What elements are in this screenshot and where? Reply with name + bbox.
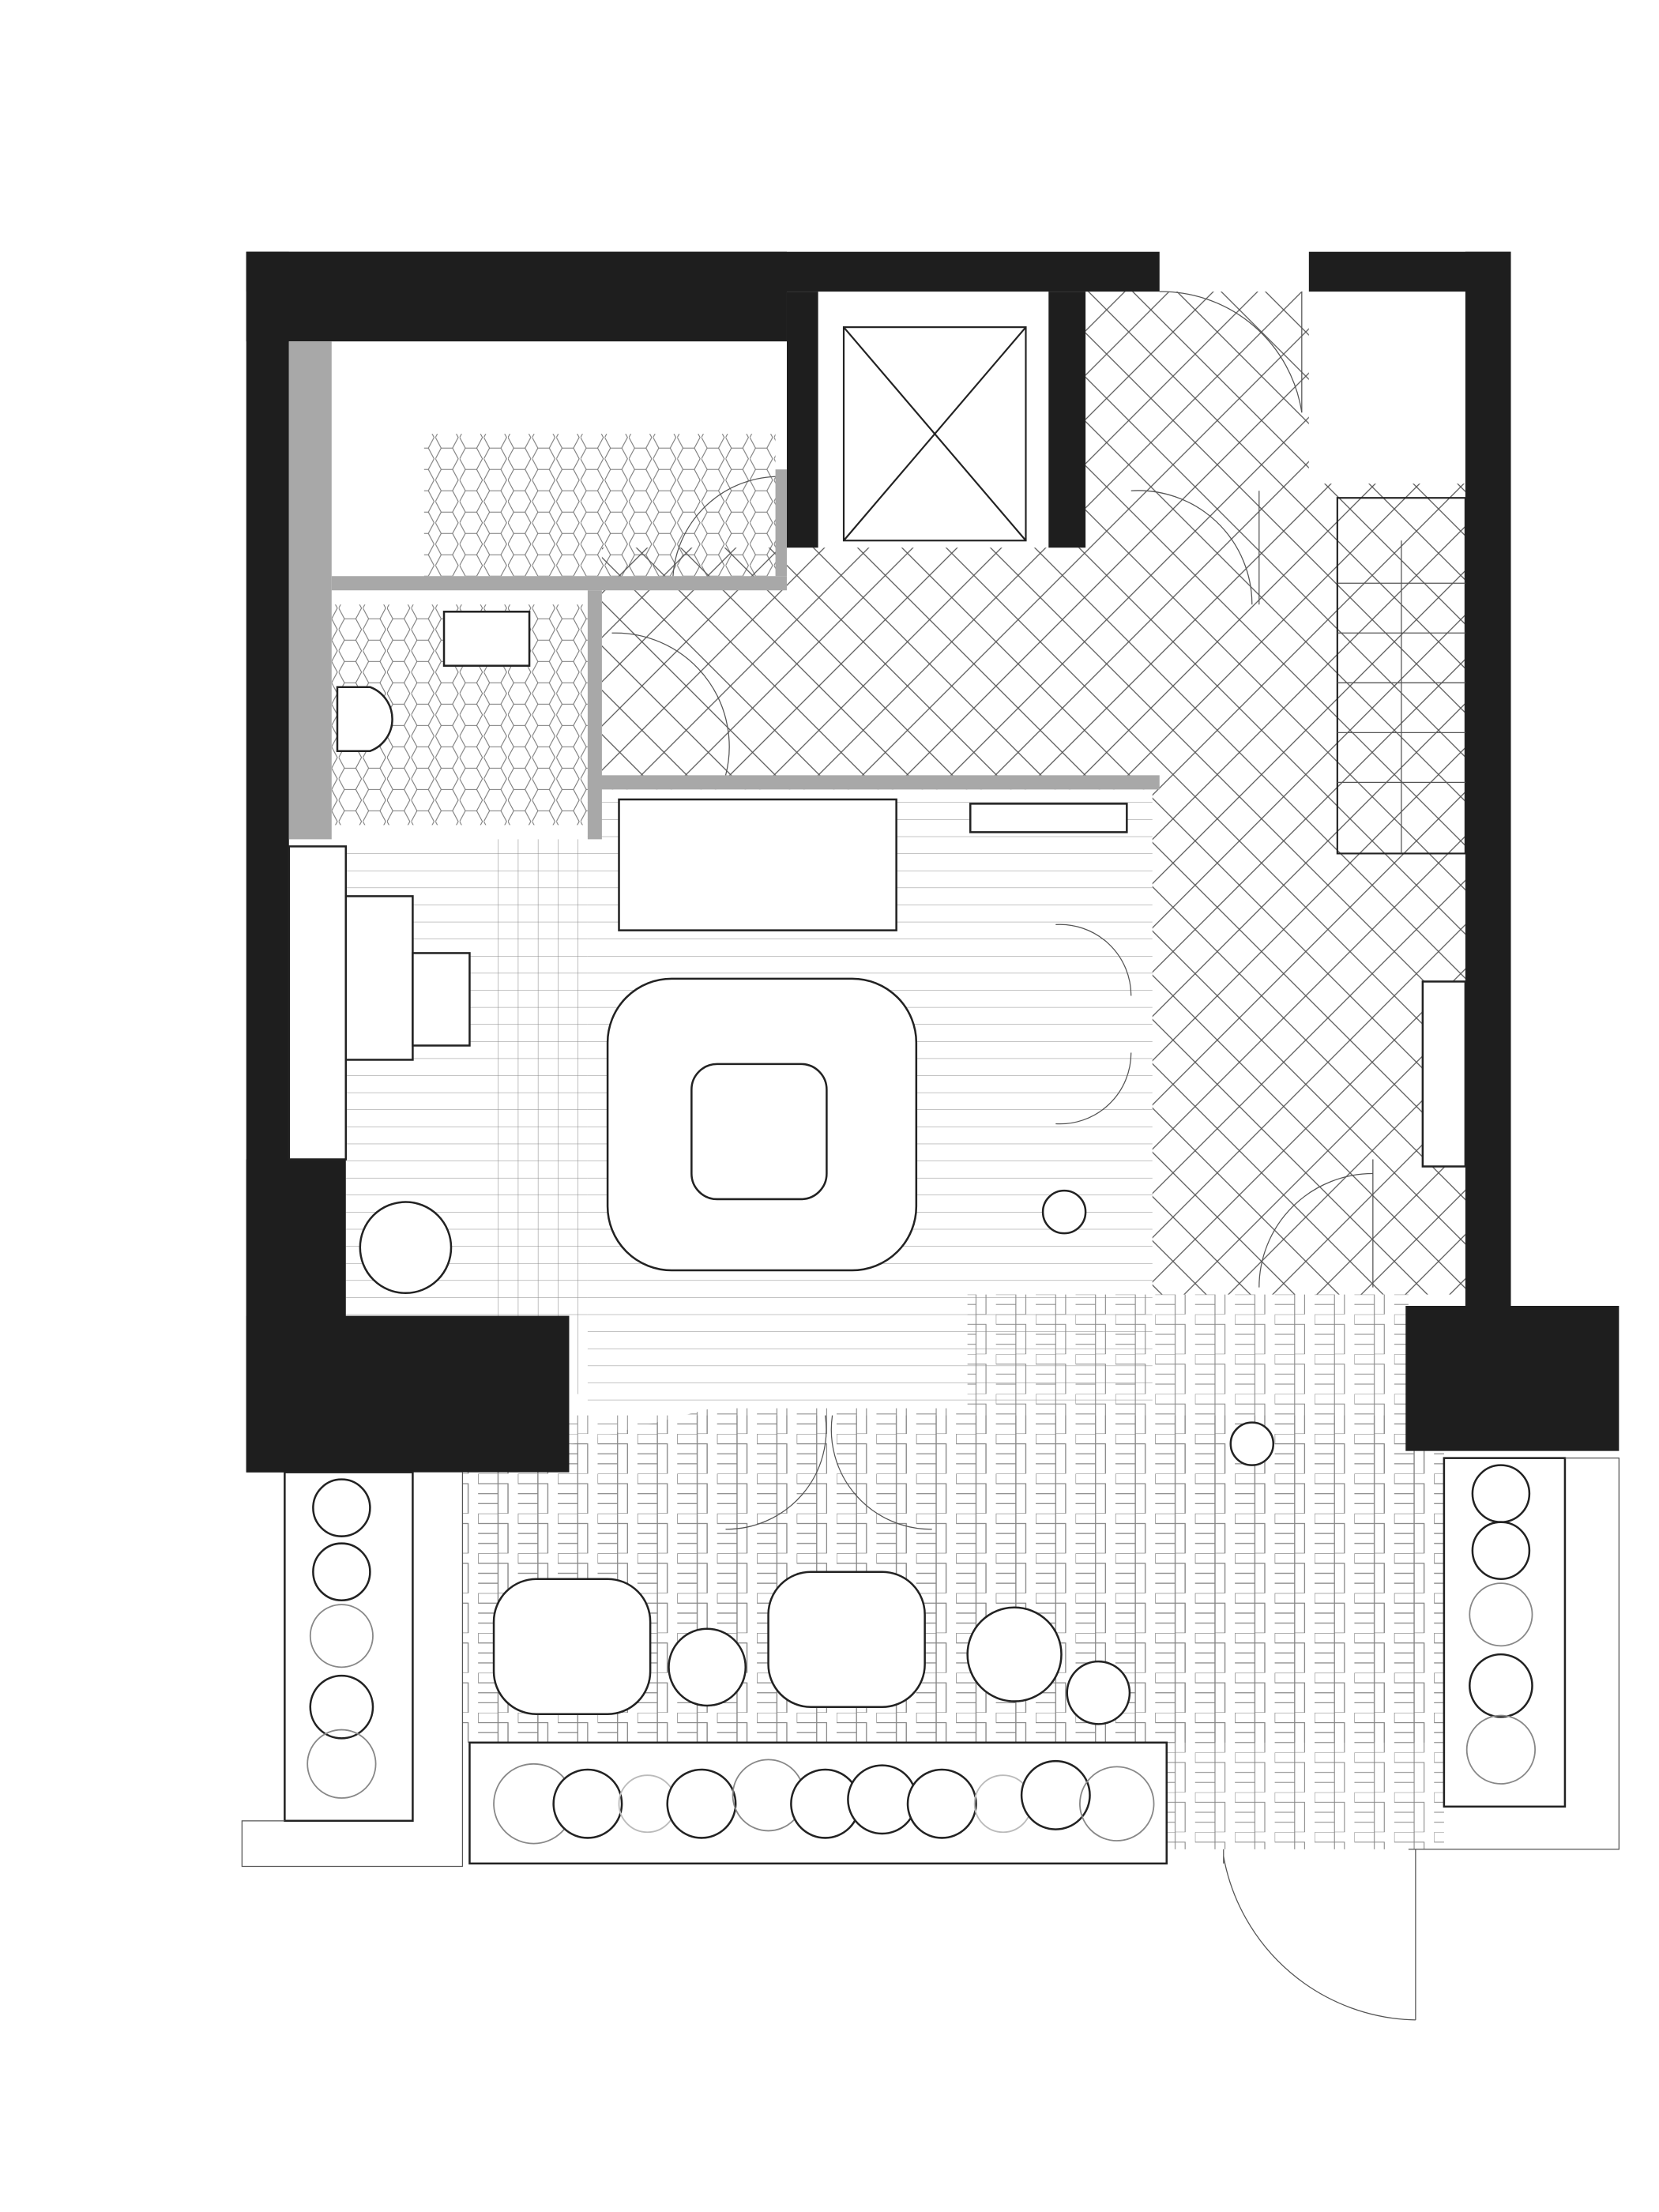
sofa [618, 798, 897, 931]
desk [344, 895, 414, 1061]
pouf [359, 1201, 453, 1295]
living-floor-strip [491, 839, 584, 1394]
exterior-walls [246, 251, 1620, 1473]
armchair-left [492, 1578, 652, 1716]
armchair-right [767, 1571, 926, 1709]
console-hall [1421, 980, 1467, 1168]
plants [307, 1464, 1537, 1845]
terrace-side-table [668, 1627, 747, 1707]
door-swings [611, 291, 1416, 2021]
side-table [1041, 1189, 1087, 1235]
stool [1229, 1421, 1275, 1466]
staircase [1336, 497, 1466, 855]
planter-round-small [1066, 1660, 1131, 1725]
elevator-icon [842, 326, 1027, 542]
terrace-edges [241, 1458, 1620, 1868]
planter-round-large [966, 1606, 1063, 1702]
toilet-icon [336, 686, 393, 753]
coffee-table [690, 1063, 828, 1201]
desk-chair [412, 952, 471, 1047]
bookshelf-top [969, 803, 1128, 833]
interior-partitions [288, 341, 1160, 840]
hall-floor [601, 292, 1465, 1295]
bookshelf [288, 845, 348, 1161]
sink-icon [442, 611, 531, 667]
